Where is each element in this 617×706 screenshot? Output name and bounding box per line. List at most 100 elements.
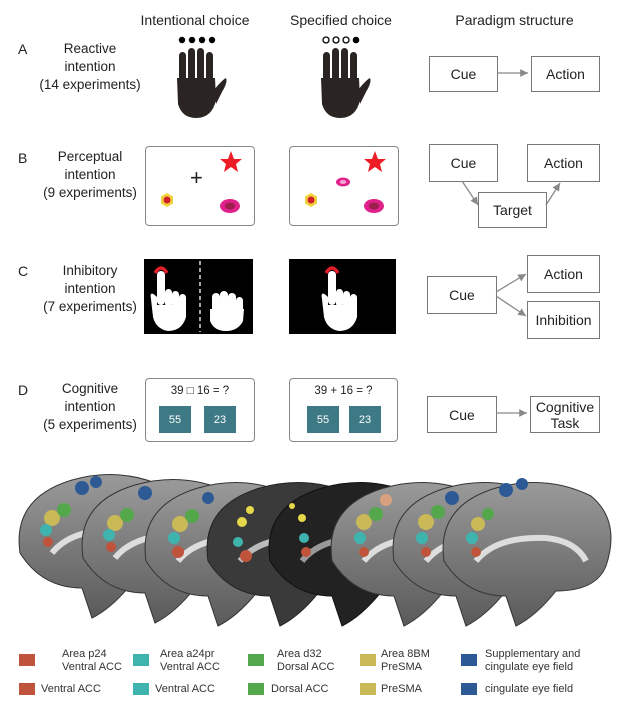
legend-d32: Area d32 Dorsal ACC bbox=[277, 648, 334, 673]
hand-specified-icon bbox=[321, 36, 371, 118]
row-a-label-line2: intention bbox=[64, 59, 116, 74]
legend-bottom-label-5: cingulate eye field bbox=[485, 683, 574, 695]
legend-d32-line2: Dorsal ACC bbox=[277, 660, 335, 673]
legend-bottom-swatch-1 bbox=[19, 683, 35, 695]
cognitive-intentional-panel: 39 □ 16 = ? 55 23 bbox=[145, 378, 255, 442]
row-a-label-line1: Reactive bbox=[63, 41, 117, 56]
equation-addition: 39 + 16 = ? bbox=[314, 385, 373, 397]
row-c-label-line3: (7 experiments) bbox=[43, 299, 137, 314]
paradigm-a-cue-box: Cue bbox=[429, 56, 498, 92]
fixation-cross: + bbox=[190, 165, 203, 190]
legend-bottom-swatch-2 bbox=[133, 683, 149, 695]
legend-eye-field-line1: Supplementary and bbox=[485, 648, 581, 660]
legend-p24-line2: Ventral ACC bbox=[62, 660, 122, 673]
equation-unknown-operator: 39 □ 16 = ? bbox=[170, 385, 230, 397]
resting-hand-icon bbox=[210, 291, 244, 331]
cognitive-task-line1: Cognitive bbox=[535, 398, 595, 415]
go-signal-icon bbox=[324, 266, 340, 274]
legend-bottom-label-3: Dorsal ACC bbox=[271, 683, 329, 695]
legend-d32-line1: Area d32 bbox=[277, 648, 322, 660]
header-paradigm-structure: Paradigm structure bbox=[455, 12, 574, 28]
legend-bottom-label-1: Ventral ACC bbox=[41, 683, 101, 695]
arrow-c-cue-inhibition bbox=[495, 295, 527, 317]
legend-swatch-8bm bbox=[360, 654, 376, 666]
finger-dot-open-2 bbox=[332, 36, 340, 44]
legend-bottom-swatch-4 bbox=[360, 683, 376, 695]
row-d-label-line2: intention bbox=[64, 399, 116, 414]
paradigm-b-action-box: Action bbox=[527, 144, 600, 182]
legend-swatch-a24pr bbox=[133, 654, 149, 666]
answer-option-55: 55 bbox=[159, 406, 191, 433]
legend-p24-line1: Area p24 bbox=[62, 648, 107, 660]
row-c-label-line2: intention bbox=[64, 281, 116, 296]
paradigm-b-cue-box: Cue bbox=[429, 144, 498, 182]
row-d-label-line3: (5 experiments) bbox=[43, 417, 137, 432]
arrow-c-cue-action bbox=[495, 273, 527, 293]
perceptual-intentional-panel: + bbox=[145, 146, 255, 226]
finger-dot-1 bbox=[178, 36, 186, 44]
paradigm-a-action-box: Action bbox=[531, 56, 600, 92]
star-target bbox=[220, 151, 242, 172]
row-b-label-line1: Perceptual bbox=[57, 149, 123, 164]
legend-a24pr: Area a24pr Ventral ACC bbox=[160, 648, 220, 673]
slice-8 bbox=[442, 478, 612, 627]
legend-bottom-label-4: PreSMA bbox=[381, 683, 422, 695]
header-specified-choice: Specified choice bbox=[290, 12, 392, 28]
legend-eye-field-line2: cingulate eye field bbox=[485, 660, 574, 673]
finger-dot-open-3 bbox=[342, 36, 350, 44]
row-d-label-line1: Cognitive bbox=[61, 381, 119, 396]
finger-dot-open-1 bbox=[322, 36, 330, 44]
inhibitory-intentional-panel bbox=[144, 259, 253, 334]
arrow-b-target-action bbox=[545, 182, 561, 206]
row-b-letter: B bbox=[18, 150, 28, 166]
cognitive-task-line2: Task bbox=[550, 414, 580, 431]
paradigm-c-cue-box: Cue bbox=[427, 276, 497, 314]
answer-option-23: 23 bbox=[204, 406, 236, 433]
legend-a24pr-line2: Ventral ACC bbox=[160, 660, 220, 673]
paradigm-c-inhibition-box: Inhibition bbox=[527, 301, 600, 339]
star-target bbox=[364, 151, 386, 172]
legend-8bm-line1: Area 8BM bbox=[381, 648, 430, 660]
perceptual-specified-panel bbox=[289, 146, 399, 226]
legend-p24: Area p24 Ventral ACC bbox=[62, 648, 122, 673]
legend-swatch-eye-field bbox=[461, 654, 477, 666]
row-a-label-line3: (14 experiments) bbox=[39, 77, 141, 92]
legend-8bm-line2: PreSMA bbox=[381, 660, 422, 673]
paradigm-b-target-box: Target bbox=[478, 192, 547, 228]
row-b-label-line2: intention bbox=[64, 167, 116, 182]
legend-8bm: Area 8BM PreSMA bbox=[381, 648, 430, 673]
legend-a24pr-line1: Area a24pr bbox=[160, 648, 215, 660]
paradigm-d-cue-box: Cue bbox=[427, 396, 497, 433]
go-signal-icon bbox=[153, 266, 169, 274]
legend-swatch-p24 bbox=[19, 654, 35, 666]
legend-bottom-label-2: Ventral ACC bbox=[155, 683, 215, 695]
legend-swatch-d32 bbox=[248, 654, 264, 666]
pointing-hand-icon bbox=[150, 271, 186, 331]
row-b-label-line3: (9 experiments) bbox=[43, 185, 137, 200]
legend-eye-field: Supplementary and cingulate eye field bbox=[485, 648, 580, 673]
hand-intentional-icon bbox=[177, 36, 227, 118]
row-a-letter: A bbox=[18, 41, 28, 57]
cognitive-specified-panel: 39 + 16 = ? 55 23 bbox=[289, 378, 398, 442]
answer-option-55: 55 bbox=[307, 406, 339, 433]
row-c-label-line1: Inhibitory bbox=[62, 263, 118, 278]
inhibitory-specified-panel bbox=[289, 259, 396, 334]
finger-dot-filled bbox=[352, 36, 360, 44]
pointing-hand-icon bbox=[321, 271, 357, 331]
legend-bottom-swatch-3 bbox=[248, 683, 264, 695]
finger-dot-4 bbox=[208, 36, 216, 44]
answer-option-23: 23 bbox=[349, 406, 381, 433]
paradigm-c-action-box: Action bbox=[527, 255, 600, 293]
row-c-letter: C bbox=[18, 263, 29, 279]
finger-dot-2 bbox=[188, 36, 196, 44]
row-c-label: Inhibitory intention (7 experiments) bbox=[20, 262, 160, 316]
row-a-label: Reactive intention (14 experiments) bbox=[20, 40, 160, 94]
finger-dot-3 bbox=[198, 36, 206, 44]
row-b-label: Perceptual intention (9 experiments) bbox=[20, 148, 160, 202]
arrow-b-cue-target bbox=[461, 180, 479, 206]
brain-slices-figure bbox=[18, 474, 612, 627]
paradigm-d-cognitive-task-box: Cognitive Task bbox=[530, 396, 600, 433]
legend-bottom-swatch-5 bbox=[461, 683, 477, 695]
row-d-label: Cognitive intention (5 experiments) bbox=[20, 380, 160, 434]
header-intentional-choice: Intentional choice bbox=[140, 12, 250, 28]
